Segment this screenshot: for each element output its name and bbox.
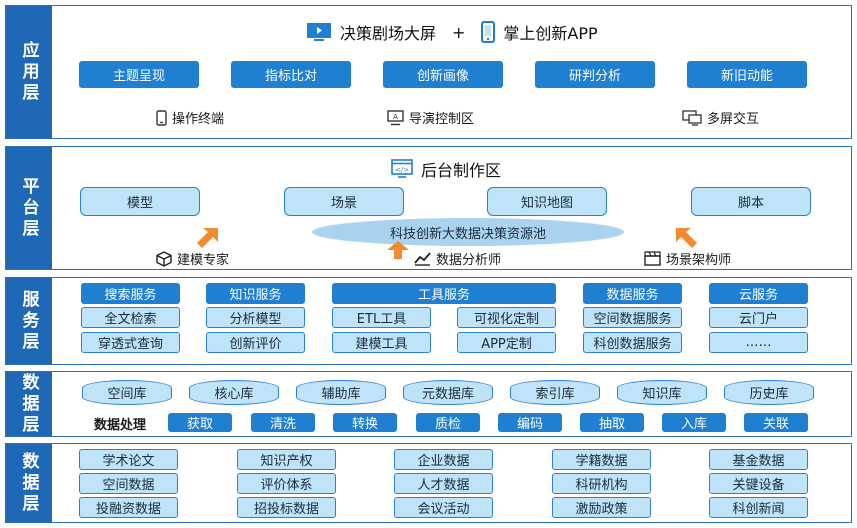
process-step[interactable]: 入库 [662, 413, 726, 432]
service-header-search[interactable]: 搜索服务 [81, 283, 180, 304]
source-item[interactable]: 空间数据 [79, 473, 178, 494]
service-item[interactable]: 创新评价 [206, 332, 305, 353]
platform-layer: 平台层 </> 后台制作区 模型 场景 知识地图 脚本 科技创新大数据决策资源池… [5, 146, 852, 270]
service-item[interactable]: ETL工具 [332, 307, 431, 328]
role-data-analyst: 数据分析师 [414, 249, 501, 268]
process-step[interactable]: 转换 [333, 413, 397, 432]
process-step[interactable]: 编码 [498, 413, 562, 432]
data-process-label: 数据处理 [94, 418, 147, 433]
app-button-momentum[interactable]: 新旧动能 [687, 61, 807, 88]
platform-module-knowledge-map[interactable]: 知识地图 [487, 187, 607, 216]
monitor-icon [307, 23, 331, 41]
service-item[interactable]: 空间数据服务 [583, 307, 682, 328]
platform-module-script[interactable]: 脚本 [691, 187, 811, 216]
service-header-cloud[interactable]: 云服务 [709, 283, 808, 304]
source-item[interactable]: 会议活动 [394, 497, 493, 518]
service-item[interactable]: 云门户 [709, 307, 808, 328]
data-source-layer-label: 数据层 [6, 444, 52, 522]
backend-title: </> 后台制作区 [391, 157, 501, 181]
source-item[interactable]: 科创新闻 [709, 497, 808, 518]
source-item[interactable]: 基金数据 [709, 449, 808, 470]
touch-phone-icon [156, 109, 167, 126]
terminal-operation: 操作终端 [156, 108, 224, 127]
service-item[interactable]: APP定制 [457, 332, 556, 353]
terminal-multiscreen: 多屏交互 [682, 108, 759, 127]
data-store-layer-label: 数据层 [6, 372, 52, 436]
data-source-layer: 数据层 学术论文 空间数据 投融资数据 知识产权 评价体系 招投标数据 企业数据… [5, 443, 852, 523]
svg-text:</>: </> [395, 166, 409, 174]
cube-icon [156, 250, 172, 267]
svg-text:A: A [393, 113, 398, 121]
service-item[interactable]: 全文检索 [81, 307, 180, 328]
source-item[interactable]: 企业数据 [394, 449, 493, 470]
service-layer: 服务层 搜索服务 全文检索 穿透式查询 知识服务 分析模型 创新评价 工具服务 … [5, 277, 852, 365]
arrow-up-icon [197, 228, 218, 248]
process-step[interactable]: 抽取 [580, 413, 644, 432]
source-item[interactable]: 评价体系 [237, 473, 336, 494]
code-window-icon: </> [391, 159, 413, 178]
source-item[interactable]: 科研机构 [552, 473, 651, 494]
source-item[interactable]: 投融资数据 [79, 497, 178, 518]
source-item[interactable]: 关键设备 [709, 473, 808, 494]
store-auxiliary[interactable]: 辅助库 [296, 380, 386, 405]
service-item[interactable]: …… [709, 332, 808, 353]
store-metadata[interactable]: 元数据库 [403, 380, 493, 405]
process-step[interactable]: 关联 [744, 413, 808, 432]
app-button-portrait[interactable]: 创新画像 [383, 61, 503, 88]
arrow-up-icon [387, 241, 409, 259]
platform-module-model[interactable]: 模型 [80, 187, 200, 216]
application-layer-label: 应用层 [6, 6, 52, 138]
clapperboard-icon [644, 251, 661, 266]
service-header-knowledge[interactable]: 知识服务 [206, 283, 305, 304]
source-item[interactable]: 激励政策 [552, 497, 651, 518]
role-scene-architect: 场景架构师 [644, 249, 731, 268]
source-item[interactable]: 招投标数据 [237, 497, 336, 518]
service-item[interactable]: 科创数据服务 [583, 332, 682, 353]
store-knowledge[interactable]: 知识库 [617, 380, 707, 405]
role-modeling-expert: 建模专家 [156, 249, 229, 268]
service-item[interactable]: 穿透式查询 [81, 332, 180, 353]
decision-theater-title: 决策剧场大屏 [340, 24, 437, 43]
app-button-theme[interactable]: 主题呈现 [79, 61, 199, 88]
source-item[interactable]: 学籍数据 [552, 449, 651, 470]
service-layer-label: 服务层 [6, 278, 52, 364]
service-item[interactable]: 可视化定制 [457, 307, 556, 328]
source-item[interactable]: 学术论文 [79, 449, 178, 470]
console-icon: A [387, 109, 404, 125]
app-button-analysis[interactable]: 研判分析 [535, 61, 655, 88]
store-spatial[interactable]: 空间库 [82, 380, 172, 405]
service-item[interactable]: 建模工具 [332, 332, 431, 353]
terminal-director: A 导演控制区 [387, 108, 474, 127]
mobile-app-title: 掌上创新APP [503, 24, 598, 43]
store-index[interactable]: 索引库 [510, 380, 600, 405]
source-item[interactable]: 人才数据 [394, 473, 493, 494]
process-step[interactable]: 清洗 [251, 413, 315, 432]
plus-sign: + [452, 22, 466, 42]
service-item[interactable]: 分析模型 [206, 307, 305, 328]
process-step[interactable]: 质检 [416, 413, 480, 432]
source-item[interactable]: 知识产权 [237, 449, 336, 470]
data-store-layer: 数据层 空间库 核心库 辅助库 元数据库 索引库 知识库 历史库 数据处理 获取… [5, 371, 852, 437]
multi-screen-icon [682, 109, 702, 126]
store-history[interactable]: 历史库 [724, 380, 814, 405]
store-core[interactable]: 核心库 [189, 380, 279, 405]
line-chart-icon [414, 252, 431, 266]
service-header-tools[interactable]: 工具服务 [332, 283, 556, 304]
platform-layer-label: 平台层 [6, 147, 52, 269]
process-step[interactable]: 获取 [168, 413, 232, 432]
application-layer: 应用层 决策剧场大屏 + 掌上创新APP 主题呈现 指标比对 创新画像 研判分析… [5, 5, 852, 139]
service-header-data[interactable]: 数据服务 [583, 283, 682, 304]
phone-icon [481, 21, 496, 43]
resource-pool: 科技创新大数据决策资源池 [312, 218, 624, 246]
platform-module-scene[interactable]: 场景 [284, 187, 404, 216]
app-button-indicator[interactable]: 指标比对 [231, 61, 351, 88]
app-title-row: 决策剧场大屏 + 掌上创新APP [306, 20, 598, 44]
arrow-up-icon [676, 228, 697, 248]
